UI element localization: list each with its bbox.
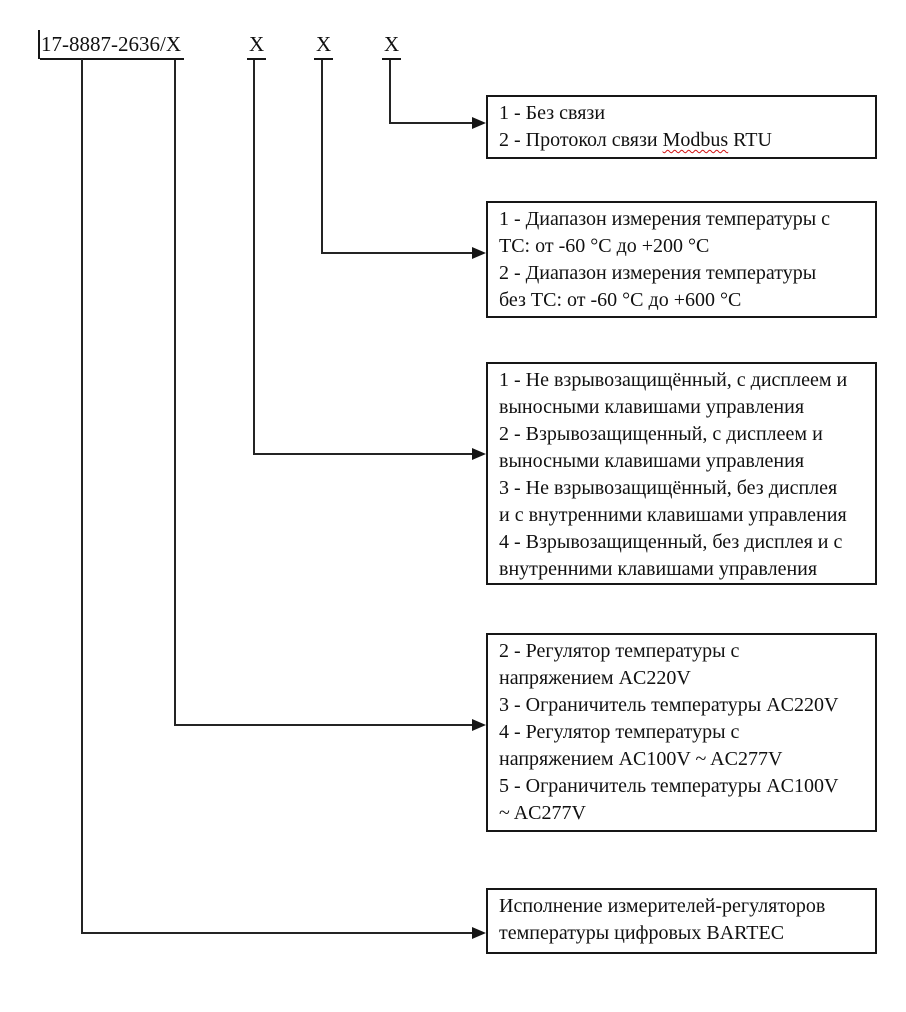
option-text-line: без ТС: от -60 °С до +600 °С	[499, 289, 742, 311]
arrowhead-3	[472, 448, 486, 460]
option-text-line: 5 - Ограничитель температуры AC100V	[499, 775, 839, 797]
connector-1-vertical	[389, 60, 391, 124]
option-text-line: ТС: от -60 °С до +200 °С	[499, 235, 710, 257]
option-box-enclosure: 1 - Не взрывозащищённый, с дисплеем и вын…	[486, 362, 877, 585]
option-text-line: и с внутренними клавишами управления	[499, 504, 847, 526]
connector-2-horizontal	[321, 252, 473, 254]
option-text-line: 1 - Диапазон измерения температуры с	[499, 208, 831, 230]
code-placeholder-x-2: X	[314, 31, 334, 60]
option-box-temperature-range: 1 - Диапазон измерения температуры с ТС: …	[486, 201, 877, 318]
option-text-line: 2 - Диапазон измерения температуры	[499, 262, 817, 284]
option-text-line: 1 - Не взрывозащищённый, с дисплеем и	[499, 369, 848, 391]
option-text-line: Исполнение измерителей-регуляторов	[499, 895, 826, 917]
code-placeholder-x-1: X	[247, 31, 267, 60]
option-text-line: 4 - Взрывозащищенный, без дисплея и с	[499, 531, 843, 553]
text-segment: RTU	[728, 129, 772, 151]
option-text-line: 2 - Регулятор температуры с	[499, 640, 740, 662]
connector-3-vertical	[253, 60, 255, 455]
option-box-regulator-type: 2 - Регулятор температуры с напряжением A…	[486, 633, 877, 832]
connector-5-horizontal	[81, 932, 473, 934]
option-box-product-family: Исполнение измерителей-регуляторов темпер…	[486, 888, 877, 954]
option-text-line: 1 - Без связи	[499, 102, 606, 124]
option-text-line: внутренними клавишами управления	[499, 558, 818, 580]
option-text-line: выносными клавишами управления	[499, 396, 805, 418]
connector-3-horizontal	[253, 453, 473, 455]
connector-2-vertical	[321, 60, 323, 254]
option-box-communication: 1 - Без связи 2 - Протокол связи Modbus R…	[486, 95, 877, 159]
arrowhead-5	[472, 927, 486, 939]
option-text-line: напряжением AC220V	[499, 667, 691, 689]
arrowhead-2	[472, 247, 486, 259]
connector-5-vertical	[81, 59, 83, 934]
connector-4-vertical	[174, 60, 176, 726]
option-text-line: напряжением AC100V ~ AC277V	[499, 748, 783, 770]
text-segment: 2 - Протокол связи	[499, 129, 663, 151]
option-text-line: 4 - Регулятор температуры с	[499, 721, 740, 743]
arrowhead-1	[472, 117, 486, 129]
connector-1-horizontal	[389, 122, 473, 124]
text-cursor-mark	[38, 30, 40, 59]
code-placeholder-x-3: X	[382, 31, 402, 60]
option-text-line: 2 - Протокол связи Modbus RTU	[499, 127, 865, 154]
misspelled-word: Modbus	[662, 129, 729, 151]
option-text-line: 3 - Ограничитель температуры AC220V	[499, 694, 839, 716]
option-text-line: температуры цифровых BARTEC	[499, 922, 785, 944]
option-text-line: 2 - Взрывозащищенный, с дисплеем и	[499, 423, 823, 445]
connector-4-horizontal	[174, 724, 473, 726]
option-text-line: 3 - Не взрывозащищённый, без дисплея	[499, 477, 838, 499]
product-code-label: 17-8887-2636/X	[40, 31, 184, 60]
option-text-line: ~ AC277V	[499, 802, 586, 824]
option-text-line: выносными клавишами управления	[499, 450, 805, 472]
arrowhead-4	[472, 719, 486, 731]
